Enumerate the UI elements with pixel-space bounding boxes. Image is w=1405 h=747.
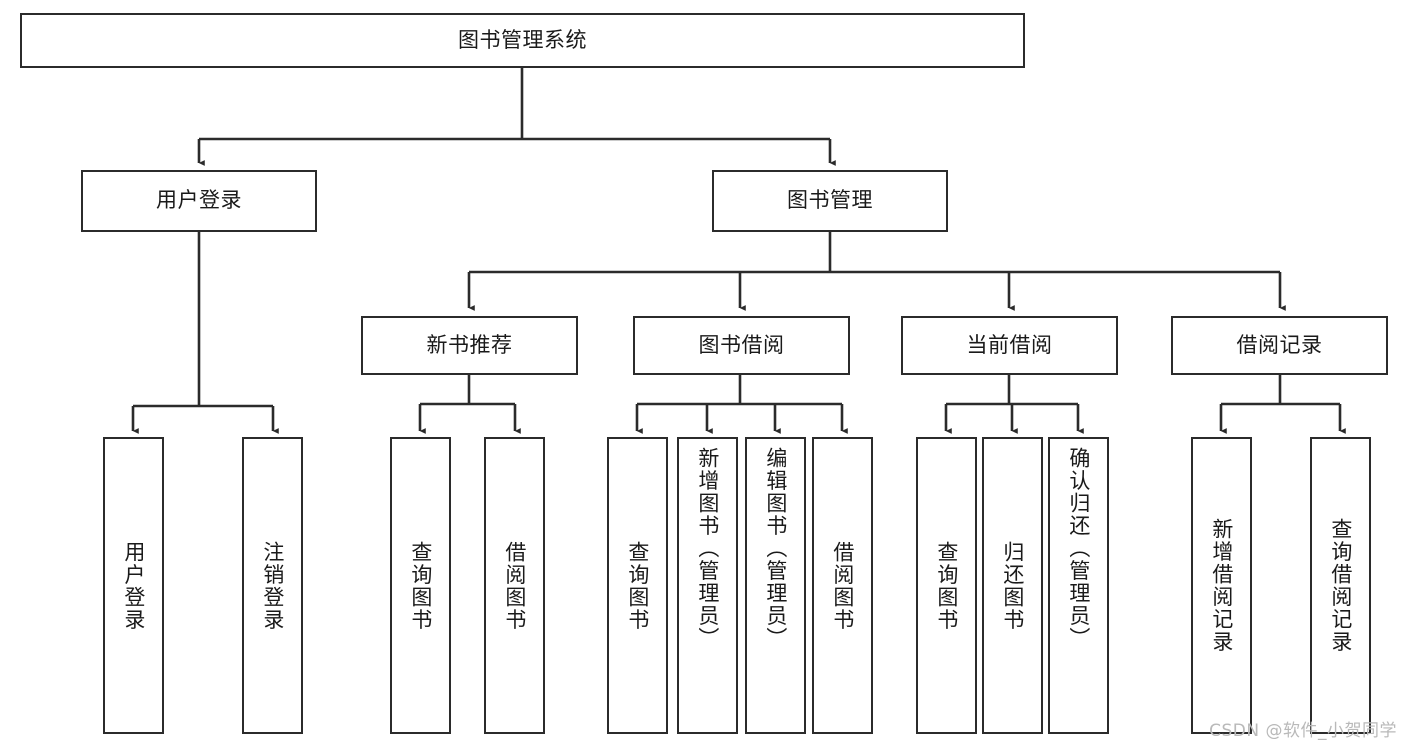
node-leaf-add-record[interactable]: 新增借阅记录 [1191,437,1252,734]
node-leaf-query-book-3-label: 查询图书 [934,540,959,631]
node-book-manage-label: 图书管理 [787,188,873,213]
node-leaf-query-book-3[interactable]: 查询图书 [916,437,977,734]
node-leaf-add-record-label: 新增借阅记录 [1209,518,1234,653]
node-leaf-confirm-return-label: 确认归还（管理员） [1066,447,1091,650]
node-current-borrow[interactable]: 当前借阅 [901,316,1118,375]
node-leaf-add-book-label: 新增图书（管理员） [695,447,720,650]
node-user-login[interactable]: 用户登录 [81,170,317,232]
node-leaf-query-record-label: 查询借阅记录 [1328,518,1353,653]
node-leaf-edit-book[interactable]: 编辑图书（管理员） [745,437,806,734]
node-current-borrow-label: 当前借阅 [966,332,1053,357]
node-leaf-user-logout[interactable]: 注销登录 [242,437,303,734]
node-user-login-label: 用户登录 [156,188,242,213]
node-leaf-borrow-book-1[interactable]: 借阅图书 [484,437,545,734]
node-leaf-user-login[interactable]: 用户登录 [103,437,164,734]
node-leaf-user-login-label: 用户登录 [121,540,146,631]
node-leaf-return-book-label: 归还图书 [1000,540,1025,631]
node-root[interactable]: 图书管理系统 [20,13,1025,68]
node-leaf-edit-book-label: 编辑图书（管理员） [763,447,788,650]
node-leaf-query-book-1[interactable]: 查询图书 [390,437,451,734]
node-leaf-borrow-book-2-label: 借阅图书 [830,540,855,631]
node-leaf-return-book[interactable]: 归还图书 [982,437,1043,734]
node-new-book-rec[interactable]: 新书推荐 [361,316,578,375]
node-leaf-borrow-book-1-label: 借阅图书 [502,540,527,631]
node-borrow-record[interactable]: 借阅记录 [1171,316,1388,375]
node-leaf-query-book-2[interactable]: 查询图书 [607,437,668,734]
node-book-manage[interactable]: 图书管理 [712,170,948,232]
node-leaf-borrow-book-2[interactable]: 借阅图书 [812,437,873,734]
node-leaf-user-logout-label: 注销登录 [260,540,285,631]
node-leaf-query-book-2-label: 查询图书 [625,540,650,631]
node-root-label: 图书管理系统 [458,27,587,52]
node-borrow-record-label: 借阅记录 [1236,332,1323,357]
node-new-book-rec-label: 新书推荐 [426,332,513,357]
node-leaf-add-book[interactable]: 新增图书（管理员） [677,437,738,734]
node-leaf-query-record[interactable]: 查询借阅记录 [1310,437,1371,734]
node-leaf-confirm-return[interactable]: 确认归还（管理员） [1048,437,1109,734]
node-book-borrow[interactable]: 图书借阅 [633,316,850,375]
node-book-borrow-label: 图书借阅 [698,332,785,357]
node-leaf-query-book-1-label: 查询图书 [408,540,433,631]
